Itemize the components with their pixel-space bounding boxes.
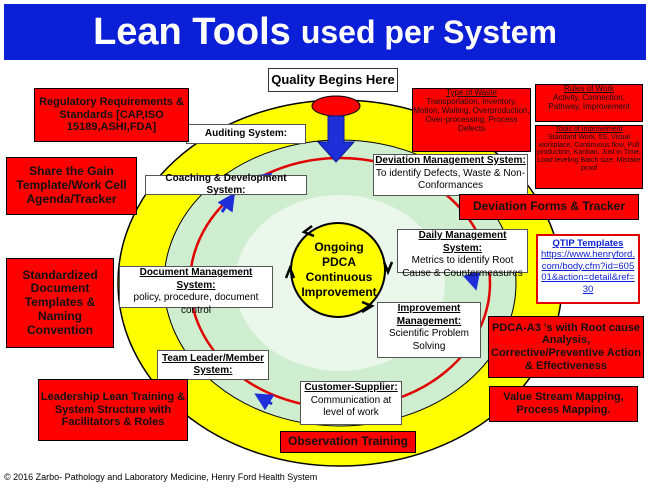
center-line-2: PDCA: [321, 255, 356, 269]
improvement-system-body: Scientific Problem Solving: [388, 328, 470, 352]
rules-of-work-box: Rules of Work Activity, Connection, Path…: [535, 84, 643, 122]
title-banner: Lean Tools used per System: [4, 4, 646, 60]
improvement-tools-body: Standard Work, 5S, Visual workplace, Con…: [537, 133, 641, 173]
pdca-arrow-top: [301, 225, 315, 238]
title-rest: used per System: [300, 13, 557, 50]
qtip-link[interactable]: https://www.henryford.com/body.cfm?id=60…: [541, 249, 635, 295]
auditing-system-box: Auditing System:: [186, 124, 306, 144]
share-gain-box: Share the Gain Template/Work Cell Agenda…: [6, 157, 137, 215]
waste-types-header: Type of Waste: [446, 88, 497, 97]
qtip-title: QTIP Templates: [552, 238, 624, 249]
document-system-body: policy, procedure, document control: [133, 292, 259, 316]
teamleader-system-box: Team Leader/Member System:: [157, 350, 269, 380]
rules-of-work-body: Activity, Connection, Pathway, Improveme…: [548, 92, 630, 111]
cycle-arrow-6: [217, 192, 235, 213]
deviation-system-body: To identify Defects, Waste & Non-Conform…: [375, 167, 526, 192]
quality-down-arrow: [316, 115, 356, 163]
regulatory-requirements-box: Regulatory Requirements & Standards [CAP…: [34, 88, 189, 142]
deviation-forms-box: Deviation Forms & Tracker: [459, 194, 639, 220]
pdca-arrow-bottom: [361, 300, 375, 314]
document-system-box: Document Management System: policy, proc…: [119, 266, 273, 316]
pdca-center-text: Ongoing PDCA Continuous Improvement: [292, 240, 386, 300]
waste-types-box: Type of Waste Transportation, Inventory,…: [412, 88, 531, 152]
document-system-header: Document Management System:: [139, 267, 253, 291]
quality-source-oval: [311, 95, 361, 117]
daily-system-box: Daily Management System: Metrics to iden…: [397, 229, 528, 279]
customer-system-header: Customer-Supplier:: [304, 382, 398, 393]
center-line-3: Continuous: [305, 270, 373, 284]
rules-of-work-header: Rules of Work: [563, 84, 615, 93]
coaching-system-box: Coaching & Development System:: [145, 172, 307, 197]
observation-training-box: Observation Training: [280, 431, 416, 453]
deviation-system-header: Deviation Management System:: [375, 155, 526, 166]
customer-system-box: Customer-Supplier: Communication at leve…: [300, 381, 402, 425]
pdca-arrow-right: [382, 261, 394, 276]
cycle-arrow-4: [254, 393, 275, 411]
center-line-1: Ongoing: [314, 240, 364, 254]
auditing-system-header: Auditing System:: [204, 127, 288, 139]
deviation-system-box: Deviation Management System: To identify…: [373, 154, 528, 196]
daily-system-header: Daily Management System:: [418, 230, 507, 254]
value-stream-box: Value Stream Mapping, Process Mapping.: [489, 386, 638, 422]
coaching-system-header: Coaching & Development System:: [165, 172, 287, 197]
standardized-documents-box: Standardized Document Templates & Naming…: [6, 258, 114, 348]
title-main: Lean Tools: [93, 10, 291, 53]
leadership-training-box: Leadership Lean Training & System Struct…: [38, 379, 188, 441]
pdca-a3-box: PDCA-A3 's with Root cause Analysis, Cor…: [488, 316, 644, 378]
qtip-box: QTIP Templates https://www.henryford.com…: [536, 234, 640, 304]
pdca-arrow-left: [284, 264, 296, 279]
footer-copyright: © 2016 Zarbo- Pathology and Laboratory M…: [4, 472, 318, 482]
teamleader-system-header: Team Leader/Member System:: [161, 352, 265, 377]
improvement-system-box: Improvement Management: Scientific Probl…: [377, 302, 481, 358]
quality-label: Quality Begins Here: [268, 68, 398, 92]
improvement-tools-header: Tools of Improvement: [555, 126, 623, 133]
center-line-4: Improvement: [301, 285, 377, 299]
customer-system-body: Communication at level of work: [310, 394, 392, 419]
waste-types-body: Transportation, Inventory, Motion, Waiti…: [413, 96, 530, 133]
daily-system-body: Metrics to identify Root Cause & Counter…: [402, 255, 523, 279]
improvement-system-header: Improvement Management:: [396, 303, 462, 327]
improvement-tools-box: Tools of Improvement Standard Work, 5S, …: [535, 125, 643, 189]
